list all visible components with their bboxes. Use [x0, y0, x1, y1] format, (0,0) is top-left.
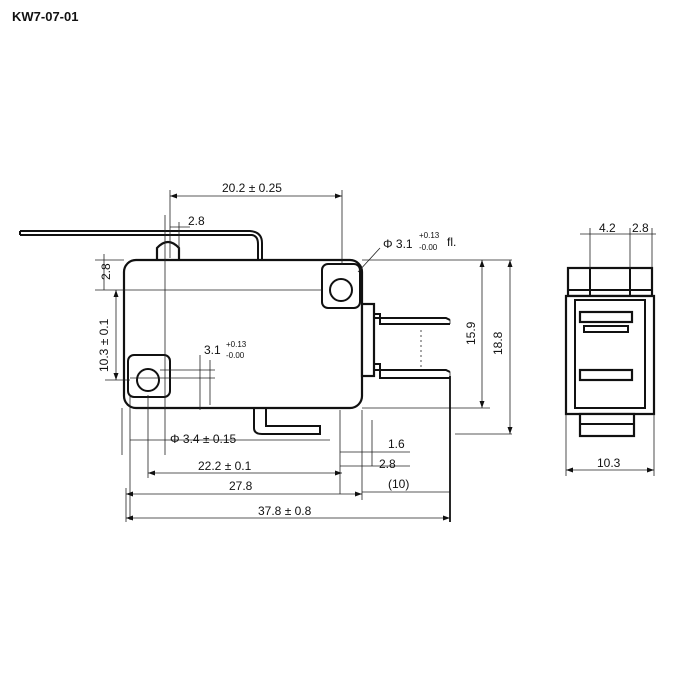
- switch-body: [122, 258, 364, 410]
- dim-15-9: 15.9: [464, 321, 478, 345]
- dim-3-4: Φ 3.4 ± 0.15: [170, 432, 237, 446]
- dim-22-2: 22.2 ± 0.1: [198, 459, 252, 473]
- dim-hole-main-tol-up: +0.13: [419, 231, 440, 240]
- dim-27-8: 27.8: [229, 479, 253, 493]
- mounting-hole-left: [136, 368, 160, 392]
- dim-10-3-left: 10.3 ± 0.1: [97, 318, 111, 372]
- dim-37-8: 37.8 ± 0.8: [258, 504, 312, 518]
- side-terminal-slot-mid: [578, 368, 634, 382]
- dim-2-8-side: 2.8: [632, 221, 649, 235]
- front-view: 20.2 ± 0.25 2.8 2.8 10.3 ± 0.1 Φ 3.1 +0.…: [19, 181, 513, 522]
- lever-arm: [19, 230, 263, 260]
- dim-2-8-bottom: 2.8: [379, 457, 396, 471]
- dim-hole-main-suffix: fl.: [447, 235, 456, 249]
- dim-1-6: 1.6: [388, 437, 405, 451]
- side-top-cap: [566, 266, 654, 298]
- dim-20-2: 20.2 ± 0.25: [222, 181, 282, 195]
- mounting-hole-right: [329, 278, 353, 302]
- terminals: [253, 302, 451, 435]
- dim-3-1: 3.1: [204, 343, 221, 357]
- dim-2-8-left: 2.8: [99, 263, 113, 280]
- dim-hole-main: Φ 3.1: [383, 237, 413, 251]
- mounting-boss-right: [321, 263, 361, 309]
- dim-4-2: 4.2: [599, 221, 616, 235]
- dim-hole-main-tol-dn: -0.00: [419, 243, 438, 252]
- dim-3-1-tol-dn: -0.00: [226, 351, 245, 360]
- dim-10-paren: (10): [388, 477, 409, 491]
- dim-3-1-tol-up: +0.13: [226, 340, 247, 349]
- side-view: 4.2 2.8 10.3: [564, 221, 656, 476]
- side-terminal-slot-top: [578, 310, 634, 324]
- dim-18-8: 18.8: [491, 331, 505, 355]
- dim-10-3-side: 10.3: [597, 456, 621, 470]
- mounting-boss-left: [127, 354, 171, 398]
- dim-2-8-top: 2.8: [188, 214, 205, 228]
- part-number-title: KW7-07-01: [12, 9, 79, 24]
